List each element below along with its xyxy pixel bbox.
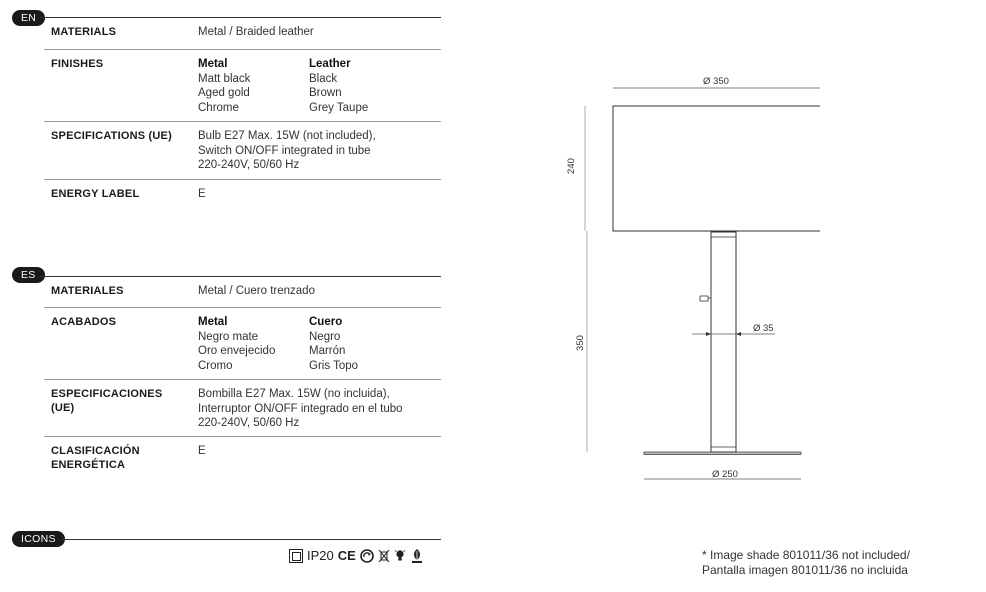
weee-bin-icon xyxy=(378,549,390,563)
base-diameter-label: Ø 250 xyxy=(712,469,738,480)
spec-line: Interruptor ON/OFF integrado en el tubo xyxy=(198,402,403,415)
finishes-leather-column: Leather Black Brown Grey Taupe xyxy=(309,57,368,115)
spec-line: 220-240V, 50/60 Hz xyxy=(198,417,300,429)
icons-strip: IP20 CE xyxy=(289,547,424,565)
lang-tag-icons: ICONS xyxy=(12,531,65,547)
row-especificaciones-es: ESPECIFICACIONES (UE) Bombilla E27 Max. … xyxy=(44,380,441,437)
spec-line: Switch ON/OFF integrated in tube xyxy=(198,144,371,157)
lamp-base-outline xyxy=(643,451,802,455)
spec-line: 220-240V, 50/60 Hz xyxy=(198,159,300,171)
acabados-cuero-column: Cuero Negro Marrón Gris Topo xyxy=(309,315,358,373)
footnote-line: Pantalla imagen 801011/36 no incluida xyxy=(702,563,908,577)
lamp-shade-outline xyxy=(612,105,820,232)
finish-item: Chrome xyxy=(198,101,239,114)
finish-item: Matt black xyxy=(198,72,251,85)
ce-mark-icon: CE xyxy=(337,548,356,563)
value-materials: Metal / Braided leather xyxy=(198,26,314,38)
finish-item: Brown xyxy=(309,87,342,99)
label-finishes: FINISHES xyxy=(51,58,104,70)
recycle-icon xyxy=(360,549,374,563)
section-divider-icons xyxy=(62,539,441,540)
section-divider-es xyxy=(40,276,441,277)
row-materials-es: MATERIALES Metal / Cuero trenzado xyxy=(44,277,441,308)
finish-item: Marrón xyxy=(309,345,346,357)
footnote: * Image shade 801011/36 not included/ Pa… xyxy=(702,548,910,578)
shade-height-label: 240 xyxy=(566,158,577,174)
finish-item: Aged gold xyxy=(198,87,250,99)
shade-diameter-label: Ø 350 xyxy=(703,76,729,87)
value-clasificacion: E xyxy=(198,445,206,457)
lamp-tube-outline xyxy=(710,231,737,453)
label-line: ESPECIFICACIONES xyxy=(51,388,163,400)
finishes-metal-head: Metal xyxy=(198,58,228,70)
acabados-cuero-head: Cuero xyxy=(309,316,343,328)
label-specs: SPECIFICATIONS (UE) xyxy=(51,130,172,142)
class-ii-icon xyxy=(289,549,303,563)
finish-item: Black xyxy=(309,72,338,85)
label-energy: ENERGY LABEL xyxy=(51,188,140,200)
lang-tag-es: ES xyxy=(12,267,45,283)
section-divider-en xyxy=(40,17,441,18)
row-materials-en: MATERIALS Metal / Braided leather xyxy=(44,18,441,50)
acabados-metal-head: Metal xyxy=(198,316,228,328)
row-acabados-es: ACABADOS Metal Negro mate Oro envejecido… xyxy=(44,308,441,380)
tube-diameter-label: Ø 35 xyxy=(753,323,774,334)
row-clasificacion-es: CLASIFICACIÓN ENERGÉTICA E xyxy=(44,437,441,477)
row-finishes-en: FINISHES Metal Matt black Aged gold Chro… xyxy=(44,50,441,122)
total-height-label: 350 xyxy=(575,335,586,351)
ip-rating: IP20 xyxy=(307,548,334,563)
label-materiales: MATERIALES xyxy=(51,285,124,297)
value-especificaciones: Bombilla E27 Max. 15W (no incluida), Int… xyxy=(198,387,403,431)
label-acabados: ACABADOS xyxy=(51,316,117,328)
value-energy: E xyxy=(198,188,206,200)
label-line: (UE) xyxy=(51,402,75,414)
spec-line: Bulb E27 Max. 15W (not included), xyxy=(198,130,376,142)
value-specs: Bulb E27 Max. 15W (not included), Switch… xyxy=(198,129,376,173)
finishes-metal-column: Metal Matt black Aged gold Chrome xyxy=(198,57,250,115)
footnote-line: * Image shade 801011/36 not included/ xyxy=(702,548,910,562)
finish-item: Oro envejecido xyxy=(198,345,276,357)
switch-knob xyxy=(699,295,709,302)
value-materiales: Metal / Cuero trenzado xyxy=(198,285,315,297)
finish-item: Negro mate xyxy=(198,330,259,343)
finish-item: Negro xyxy=(309,330,341,343)
finishes-leather-head: Leather xyxy=(309,58,351,70)
led-bulb-icon xyxy=(394,550,406,561)
energy-class-icon xyxy=(411,549,422,563)
spec-line: Bombilla E27 Max. 15W (no incluida), xyxy=(198,388,390,400)
row-specs-en: SPECIFICATIONS (UE) Bulb E27 Max. 15W (n… xyxy=(44,122,441,180)
finish-item: Gris Topo xyxy=(309,359,359,372)
label-especificaciones: ESPECIFICACIONES (UE) xyxy=(51,387,191,415)
label-clasificacion: CLASIFICACIÓN ENERGÉTICA xyxy=(51,444,191,472)
label-materials: MATERIALS xyxy=(51,26,117,38)
finish-item: Cromo xyxy=(198,359,233,372)
label-line: ENERGÉTICA xyxy=(51,459,126,471)
lamp-technical-drawing: Ø 350 240 350 Ø 35 Ø 250 xyxy=(566,76,820,480)
lang-tag-en: EN xyxy=(12,10,46,26)
row-energy-en: ENERGY LABEL E xyxy=(44,180,441,210)
label-line: CLASIFICACIÓN xyxy=(51,445,140,457)
acabados-metal-column: Metal Negro mate Oro envejecido Cromo xyxy=(198,315,275,373)
finish-item: Grey Taupe xyxy=(309,101,369,114)
